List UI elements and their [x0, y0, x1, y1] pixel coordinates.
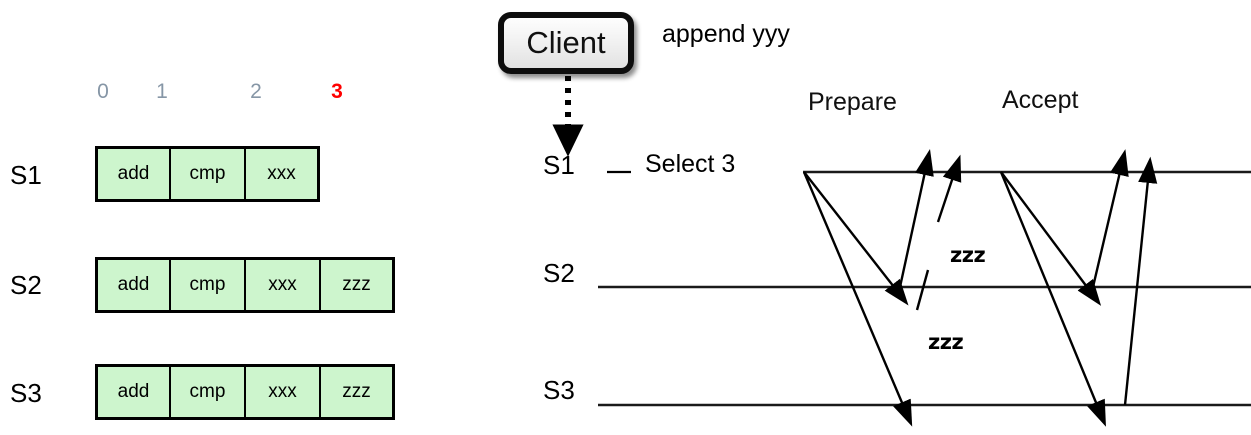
prepare-msg-s1-to-s3 [802, 171, 913, 427]
column-header-0: 0 [97, 80, 109, 103]
left-server-label-s3: S3 [10, 378, 42, 408]
column-header-2: 2 [250, 80, 262, 103]
message-sequence-panel: Client append yyy Prepare Accept S1 S2 S… [470, 0, 1251, 435]
log-cell: add [95, 146, 170, 202]
accept-msg-s1-to-s3 [999, 171, 1106, 427]
log-cell: cmp [170, 257, 245, 313]
accept-reply-s3-to-s1 [1123, 156, 1158, 406]
log-cell: xxx [245, 146, 320, 202]
column-header-1: 1 [156, 80, 168, 103]
timeline-label-s3: S3 [543, 375, 575, 405]
select-proposal-note: Select 3 [645, 150, 736, 178]
log-cell: cmp [170, 146, 245, 202]
timeline-label-s2: S2 [543, 258, 575, 288]
sleep-marker-s3: zzz [928, 330, 964, 354]
prepare-reply-s2-to-s1 [898, 149, 934, 288]
log-cell: zzz [320, 257, 395, 313]
client-node[interactable]: Client [498, 12, 634, 74]
sequence-diagram-svg [552, 76, 1251, 427]
log-cell: zzz [320, 364, 395, 420]
accept-msg-s1-to-s2 [1000, 171, 1102, 306]
log-row-s3: add cmp xxx zzz [95, 364, 395, 420]
log-cell: xxx [245, 257, 320, 313]
s2-tick-mark [915, 269, 930, 311]
client-label: Client [526, 25, 606, 60]
log-row-s1: add cmp xxx [95, 146, 320, 202]
log-cell: cmp [170, 364, 245, 420]
sleep-marker-s2: zzz [950, 243, 986, 267]
log-cell: add [95, 257, 170, 313]
log-cell: xxx [245, 364, 320, 420]
column-header-3: 3 [331, 80, 343, 103]
left-server-label-s1: S1 [10, 160, 42, 190]
log-cell: add [95, 364, 170, 420]
phase-label-prepare: Prepare [808, 88, 897, 116]
phase-label-accept: Accept [1002, 86, 1079, 114]
client-request-label: append yyy [662, 20, 790, 48]
prepare-reply-self-s1 [936, 154, 962, 223]
accept-reply-s2-to-s1 [1091, 149, 1129, 288]
log-row-s2: add cmp xxx zzz [95, 257, 395, 313]
prepare-msg-s1-to-s2 [803, 171, 909, 306]
left-server-label-s2: S2 [10, 270, 42, 300]
log-state-panel: 0 1 2 3 S1 add cmp xxx S2 add cmp xxx zz… [0, 0, 470, 435]
